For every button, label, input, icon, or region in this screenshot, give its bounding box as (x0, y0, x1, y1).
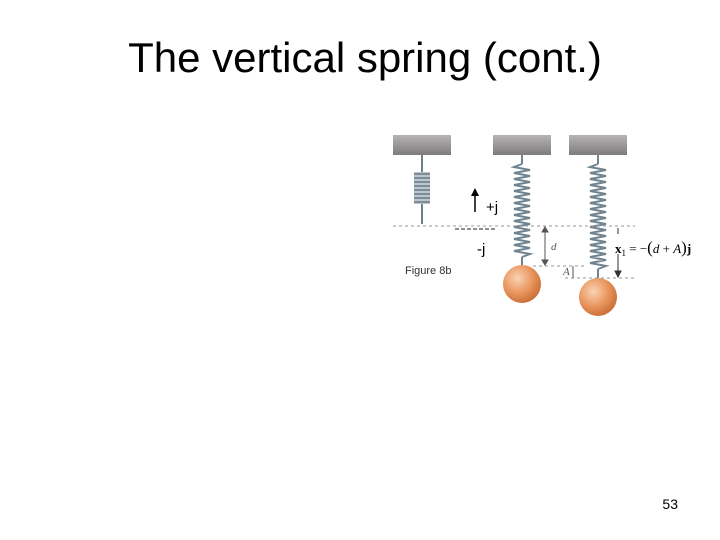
x1-dimension (614, 228, 622, 279)
d-label: d (551, 241, 557, 253)
spring-stretched (586, 155, 610, 278)
ceiling-3 (569, 135, 627, 155)
a-label: A (562, 266, 570, 278)
mass-displaced (579, 278, 617, 316)
minus-j-label: -j (477, 241, 485, 258)
d-dimension (541, 226, 549, 266)
plus-j-arrow (471, 188, 479, 212)
page-number: 53 (662, 496, 678, 512)
spring-unstretched (414, 155, 430, 224)
vertical-spring-figure: +j -j d A x1 = −(d + A)j Figure 8b (393, 135, 691, 316)
mass-equilibrium (503, 265, 541, 303)
ceiling-2 (493, 135, 551, 155)
figure-caption: Figure 8b (405, 265, 451, 277)
ceiling-1 (393, 135, 451, 155)
plus-j-label: +j (486, 199, 498, 216)
slide-title: The vertical spring (cont.) (128, 34, 602, 81)
x1-equation: x1 = −(d + A)j (615, 238, 691, 258)
spring-equilibrium (510, 155, 534, 266)
